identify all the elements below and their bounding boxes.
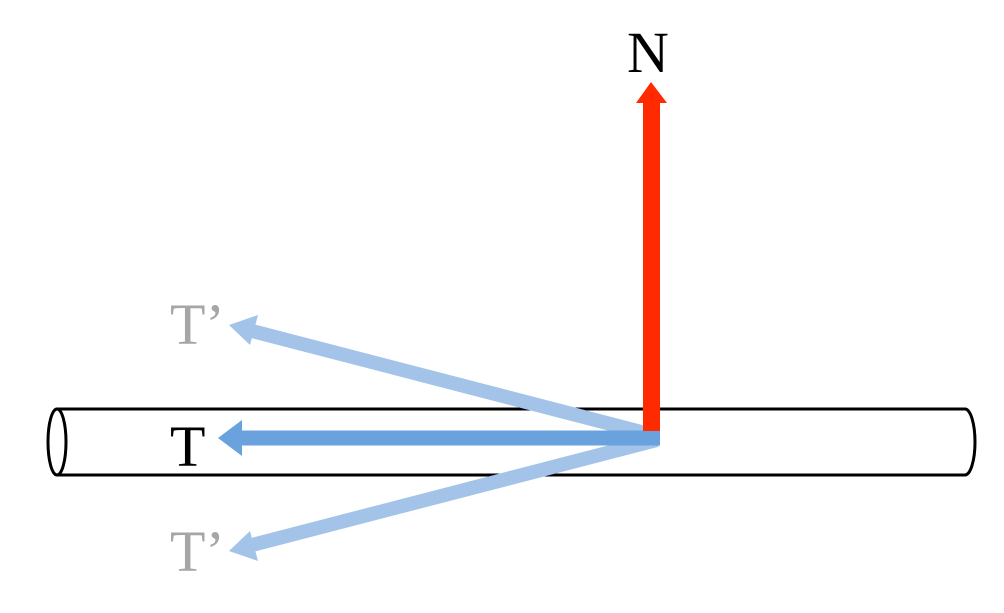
rod-cylinder — [46, 407, 977, 477]
arrow-t-prime-lower — [229, 433, 659, 561]
arrow-t — [218, 420, 660, 456]
rod-body-outline — [57, 407, 977, 477]
arrow-n — [636, 82, 667, 431]
label-t-prime-upper: T’ — [170, 292, 225, 357]
label-t-prime-lower: T’ — [170, 519, 225, 584]
rod-left-end — [46, 407, 68, 477]
label-n: N — [627, 20, 669, 85]
label-t: T — [170, 414, 205, 479]
arrow-t-prime-upper — [229, 315, 659, 443]
